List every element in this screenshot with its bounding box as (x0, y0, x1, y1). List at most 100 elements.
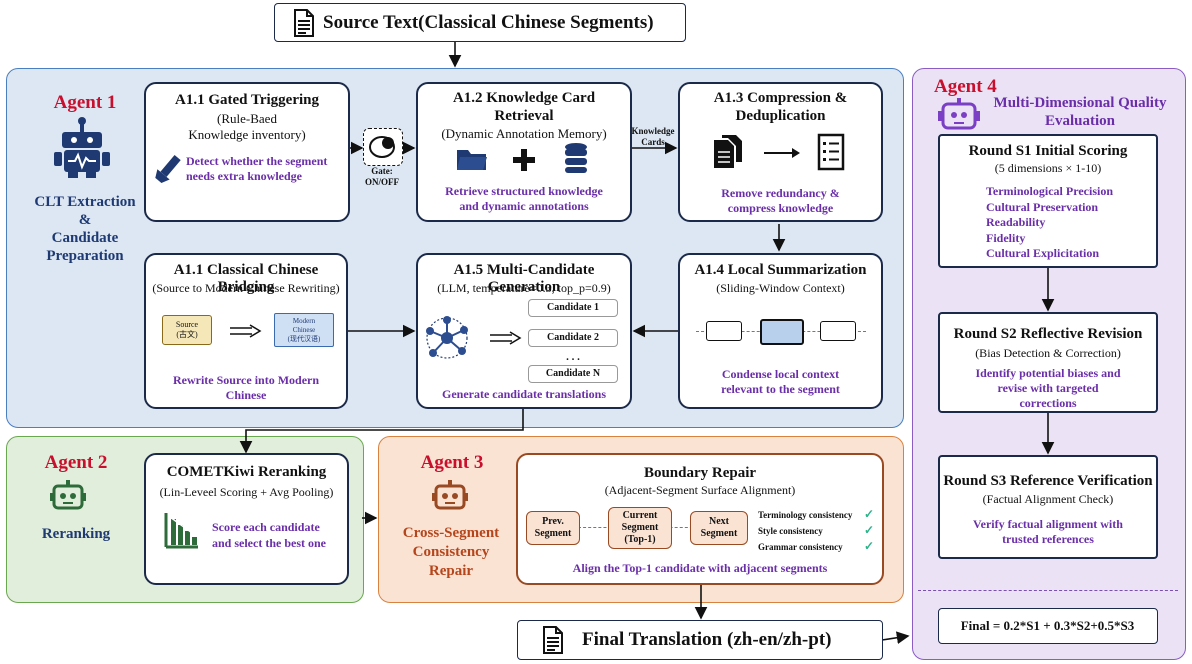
a11-bridging-box: A1.1 Classical Chinese Bridging (Source … (144, 253, 348, 409)
checkmark-icon: ✓ (864, 507, 875, 521)
a14-title: A1.4 Local Summarization (694, 262, 867, 278)
cometkiwi-title: COMETKiwi Reranking (166, 464, 327, 480)
next-segment-line: Next (708, 516, 729, 527)
prev-segment-line: Segment (534, 528, 572, 539)
a11-gated-triggering-box: A1.1 Gated Triggering (Rule-Baed Knowled… (144, 82, 350, 222)
plus-icon (513, 149, 535, 171)
agent4-label: Agent 4 (934, 76, 997, 97)
s3-sub: (Factual Alignment Check) (982, 492, 1114, 506)
round-s2-box: Round S2 Reflective Revision (Bias Detec… (938, 312, 1158, 413)
check-marks: ✓ ✓ ✓ (864, 506, 878, 554)
document-icon (294, 9, 314, 37)
s1-sub: (5 dimensions × 1-10) (994, 161, 1102, 175)
s2-desc-line: revise with targeted (997, 381, 1099, 395)
a15-desc: Generate candidate translations (442, 387, 606, 401)
s1-dimension: Fidelity (986, 230, 1026, 245)
s1-dimension: Terminological Precision (986, 184, 1113, 198)
a12-desc: Retrieve structured knowledge and dynami… (418, 184, 630, 214)
a15-sub: (LLM, temperature=0.3, top_p=0.9) (437, 281, 611, 295)
agent1-role-line: Candidate (51, 230, 119, 246)
bot-icon (50, 480, 86, 510)
round-s3-box: Round S3 Reference Verification (Factual… (938, 455, 1158, 559)
agent3-role-line: Repair (428, 563, 474, 579)
boundary-repair-title: Boundary Repair (643, 465, 757, 481)
s1-dimensions: Terminological Precision Cultural Preser… (986, 184, 1156, 262)
agent3-role-line: Cross-Segment (402, 525, 500, 541)
check-item: Grammar consistency (758, 542, 843, 552)
knowledge-cards-label: Knowledge Cards (628, 126, 678, 148)
a13-title2: Deduplication (735, 108, 826, 124)
a13-compression-box: A1.3 Compression & Deduplication Remove … (678, 82, 883, 222)
bot-icon (938, 98, 980, 130)
agent1-role-line: & (78, 212, 92, 228)
candidate-ellipsis: . . . (566, 351, 580, 363)
final-translation-title: Final Translation (zh-en/zh-pt) (582, 629, 832, 650)
bar-chart-down-icon (164, 513, 198, 549)
gate-toggle[interactable] (363, 128, 403, 166)
s1-dimension: Readability (986, 215, 1046, 229)
final-score-formula-box: Final = 0.2*S1 + 0.3*S2+0.5*S3 (938, 608, 1158, 644)
a14-summarization-box: A1.4 Local Summarization (Sliding-Window… (678, 253, 883, 409)
s2-desc-line: Identify potential biases and (975, 366, 1121, 380)
agent3-role: Cross-Segment Consistency Repair (386, 524, 516, 581)
a11-gate-desc-line: Detect whether the segment (186, 154, 328, 168)
s1-dimension: Cultural Explicitation (986, 246, 1100, 260)
boundary-repair-box: Boundary Repair (Adjacent-Segment Surfac… (516, 453, 884, 585)
gate-label-line: Gate: (371, 166, 393, 176)
a14-desc-line: relevant to the segment (721, 382, 840, 396)
a11-bridge-desc-line: Rewrite Source into Modern (172, 373, 320, 387)
a12-knowledge-retrieval-box: A1.2 Knowledge Card Retrieval (Dynamic A… (416, 82, 632, 222)
flashlight-icon (155, 154, 181, 184)
s2-sub: (Bias Detection & Correction) (975, 346, 1121, 360)
modern-doc-line: Modern (292, 317, 316, 325)
s2-desc-line: corrections (1019, 396, 1077, 410)
a11-gate-title: A1.1 Gated Triggering (174, 92, 320, 108)
knowledge-cards-line: Knowledge (631, 126, 675, 136)
a11-bridge-desc-line: Chinese (225, 388, 267, 402)
agent4-divider (918, 590, 1178, 591)
current-segment-line: Segment (621, 522, 659, 533)
candidate-chip: Candidate 2 (528, 329, 618, 347)
scroll-source-icon: Source (古文) (162, 315, 212, 345)
agent1-role-line: CLT Extraction (34, 194, 136, 210)
agent1-label: Agent 1 (53, 92, 117, 113)
candidate-chip: Candidate N (528, 365, 618, 383)
source-text-box: Source Text(Classical Chinese Segments) (274, 3, 686, 42)
agent4-title-line: Evaluation (1044, 113, 1116, 129)
modern-doc-line: (现代汉语) (287, 335, 321, 343)
source-text-title: Source Text(Classical Chinese Segments) (323, 12, 654, 33)
checkmark-icon: ✓ (864, 523, 875, 537)
check-item: Style consistency (758, 526, 823, 536)
database-icon (565, 143, 587, 173)
a13-desc: Remove redundancy & compress knowledge (680, 186, 881, 216)
modern-chinese-doc-icon: Modern Chinese (现代汉语) (274, 313, 334, 347)
final-score-formula: Final = 0.2*S1 + 0.3*S2+0.5*S3 (960, 618, 1135, 633)
agent2-role: Reranking (41, 526, 111, 542)
prev-segment: Prev.Segment (526, 511, 580, 545)
a11-bridge-title: A1.1 Classical Chinese Bridging (173, 262, 319, 295)
boundary-repair-sub: (Adjacent-Segment Surface Alignment) (604, 483, 796, 497)
folder-icon (457, 150, 487, 170)
a12-desc-line: Retrieve structured knowledge (445, 184, 603, 198)
a13-title1: A1.3 Compression & (713, 90, 848, 106)
a15-generation-box: A1.5 Multi-Candidate Generation (LLM, te… (416, 253, 632, 409)
a13-desc-line: compress knowledge (727, 201, 834, 215)
a12-title1: A1.2 Knowledge Card (452, 90, 596, 106)
s3-desc-line: Verify factual alignment with (973, 517, 1123, 531)
window-cell-active (760, 319, 804, 345)
cometkiwi-sub: (Lin-Leveel Scoring + Avg Pooling) (159, 485, 334, 499)
arrow-right-icon (764, 148, 800, 158)
double-arrow-icon (230, 324, 262, 338)
window-cell (820, 321, 856, 341)
agent4-title-line: Multi-Dimensional Quality (993, 95, 1167, 111)
agent4-title: Multi-Dimensional Quality Evaluation (980, 94, 1180, 130)
a15-title: A1.5 Multi-Candidate Generation (453, 262, 595, 295)
s2-title: Round S2 Reflective Revision (953, 326, 1143, 342)
bot-icon (432, 480, 468, 510)
current-segment-line: Current (622, 510, 658, 521)
a12-title2: Retrieval (494, 108, 554, 124)
a11-gate-desc-line: needs extra knowledge (186, 169, 302, 183)
documents-icon (714, 135, 742, 168)
a14-desc-line: Condense local context (721, 367, 840, 381)
